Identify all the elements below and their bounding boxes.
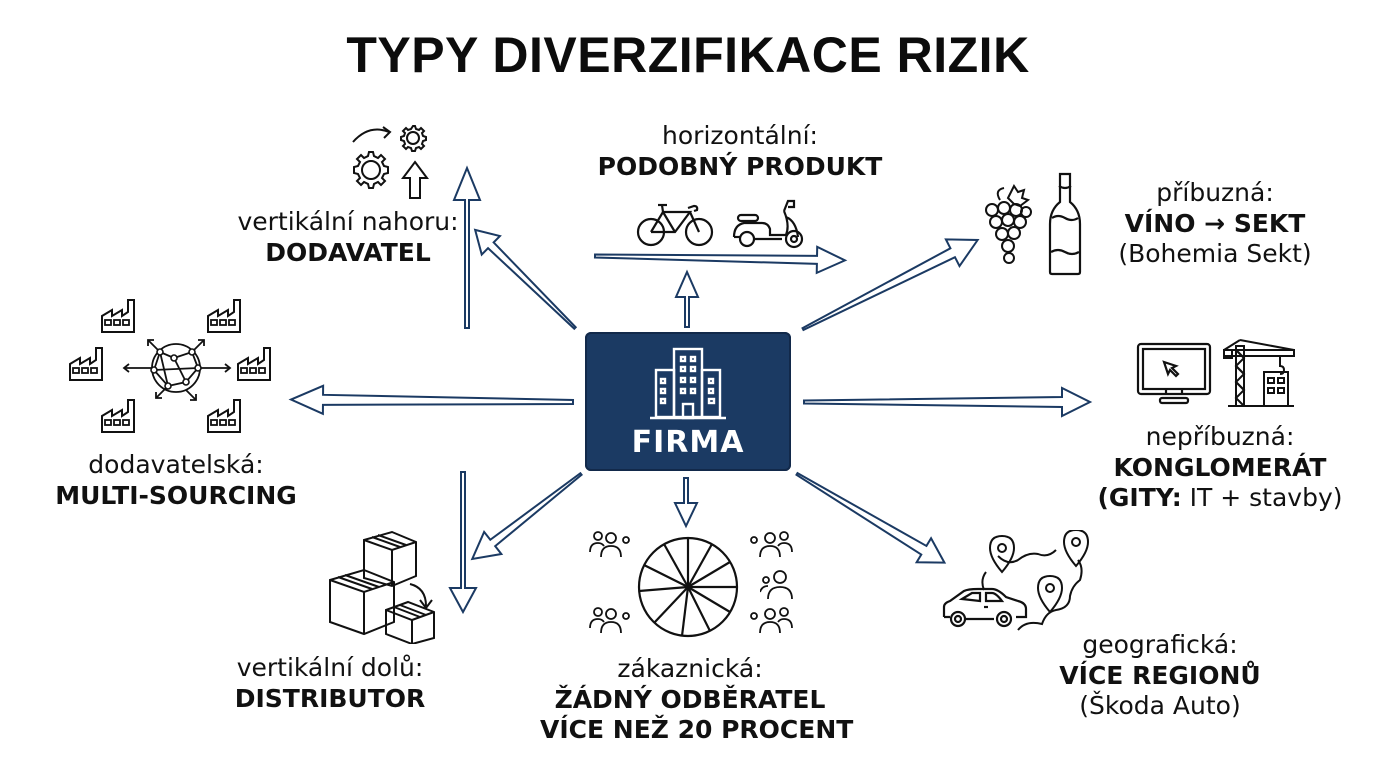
bicycle-icon: [636, 203, 714, 247]
node-value-label: VÍCE NEŽ 20 PROCENT: [540, 715, 854, 744]
arrow-up-small: [674, 269, 700, 328]
customer-group-icon: [750, 607, 793, 634]
arrow-left: [288, 384, 575, 416]
node-supplier: dodavatelská: MULTI-SOURCING: [40, 450, 312, 511]
node-value-label: VÍNO → SEKT: [1124, 208, 1306, 238]
arrow-down-right: [795, 471, 947, 564]
diagram-title: TYPY DIVERZIFIKACE RIZIK: [346, 27, 1030, 83]
arrow-right: [803, 386, 1093, 418]
arrow-down-small: [673, 477, 699, 529]
node-customer: zákaznická: ŽÁDNÝ ODBĚRATEL VÍCE NEŽ 20 …: [540, 654, 854, 746]
map-pins-icon: [981, 530, 1090, 631]
boxes-icon: [329, 530, 435, 644]
node-type-label: vertikální dolů:: [236, 653, 424, 682]
customer-group-icon: [589, 531, 630, 558]
node-type-label: geografická:: [1082, 630, 1238, 659]
factory-network-icon: [69, 299, 271, 433]
node-value-label: ŽÁDNÝ ODBĚRATEL: [554, 684, 826, 714]
arrow-vertical-up: [452, 165, 482, 329]
node-related: příbuzná: VÍNO → SEKT (Bohemia Sekt): [1100, 178, 1330, 270]
gears-up-arrow-icon: [352, 125, 429, 199]
grapes-icon: [985, 184, 1032, 264]
node-value-label: MULTI-SOURCING: [55, 480, 297, 510]
pie-chart-icon: [637, 536, 739, 638]
arrow-horizontal: [593, 245, 848, 275]
node-type-label: příbuzná:: [1156, 178, 1274, 207]
arrow-vertical-down: [448, 471, 478, 615]
node-example-label: (Škoda Auto): [1079, 691, 1241, 720]
node-value-label: KONGLOMERÁT: [1113, 452, 1327, 482]
node-type-label: horizontální:: [662, 121, 818, 150]
arrow-up-left: [473, 228, 578, 331]
car-icon: [942, 587, 1028, 628]
center-firma-box: FIRMA: [585, 332, 791, 471]
node-unrelated: nepříbuzná: KONGLOMERÁT (GITY: IT + stav…: [1090, 422, 1350, 514]
node-type-label: nepříbuzná:: [1145, 422, 1295, 451]
arrow-up-right: [801, 238, 980, 332]
node-value-label: DISTRIBUTOR: [234, 683, 426, 713]
customer-group-icon: [750, 531, 793, 558]
customer-group-icon: [589, 607, 630, 634]
computer-monitor-icon: [1136, 342, 1212, 405]
node-horizontal: horizontální: PODOBNÝ PRODUKT: [580, 121, 900, 182]
office-building-icon: [650, 347, 726, 420]
node-vertical-down: vertikální dolů: DISTRIBUTOR: [210, 653, 450, 714]
center-label: FIRMA: [631, 425, 745, 460]
node-type-label: dodavatelská:: [88, 450, 264, 479]
node-value-label: PODOBNÝ PRODUKT: [597, 151, 883, 181]
construction-crane-icon: [1223, 339, 1295, 407]
example-description: IT + stavby): [1181, 483, 1343, 512]
sparkling-wine-bottle-icon: [1048, 172, 1082, 276]
node-value-label: DODAVATEL: [265, 237, 431, 267]
arrow-down-left: [470, 471, 584, 561]
node-vertical-up: vertikální nahoru: DODAVATEL: [228, 207, 468, 268]
node-type-label: vertikální nahoru:: [237, 207, 459, 236]
node-type-label: zákaznická:: [617, 654, 763, 683]
example-company: (GITY:: [1097, 483, 1182, 512]
customer-group-icon: [760, 570, 793, 600]
node-value-label: VÍCE REGIONŮ: [1059, 660, 1261, 690]
node-example-label: (Bohemia Sekt): [1118, 239, 1312, 268]
scooter-icon: [732, 199, 804, 249]
node-example-label: (GITY: IT + stavby): [1090, 483, 1350, 514]
node-geographic: geografická: VÍCE REGIONŮ (Škoda Auto): [1040, 630, 1280, 722]
